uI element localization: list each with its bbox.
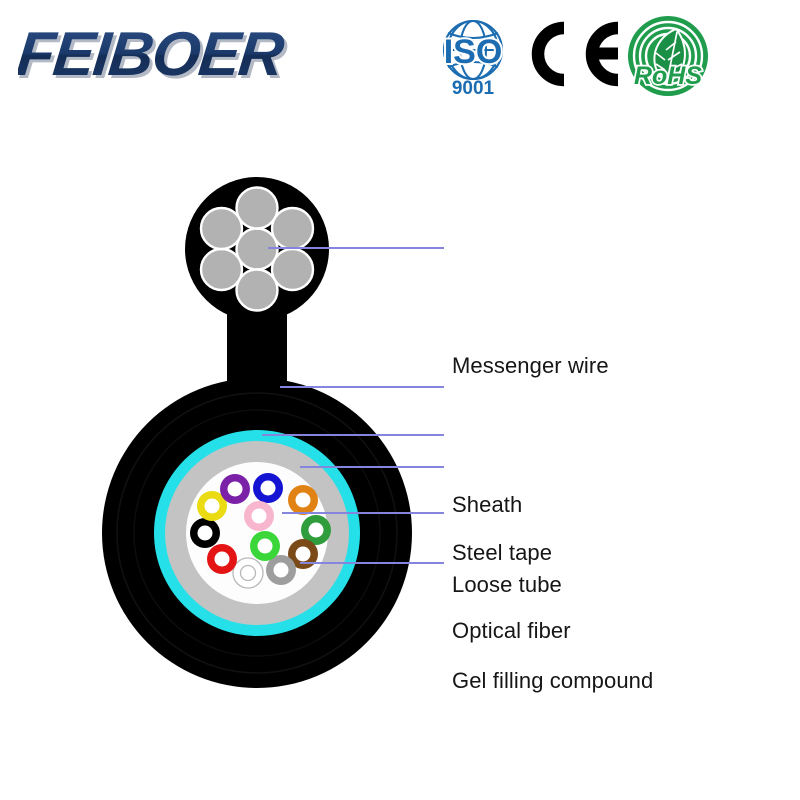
optical-fiber-black — [190, 518, 220, 548]
label-optical-fiber: Optical fiber — [452, 618, 571, 643]
iso-certification-badge: ISO 9001 — [424, 14, 522, 100]
ce-letter-c — [531, 21, 565, 87]
messenger-strand-3 — [270, 247, 315, 292]
iso-title: ISO — [444, 33, 503, 71]
optical-fiber-yellow — [197, 491, 227, 521]
brand-logo-text: FEIBOER — [18, 20, 287, 89]
messenger-strand-2 — [270, 206, 315, 251]
optical-fiber-white — [232, 557, 264, 589]
rohs-certification-badge: RoHS — [620, 12, 716, 104]
sheath-inner-ring-artifact-2 — [133, 409, 381, 657]
ce-certification-badge — [520, 16, 624, 92]
label-gel-filling-compound: Gel filling compound — [452, 668, 654, 693]
optical-fiber-aqua-green — [250, 531, 280, 561]
ce-mark-icon — [531, 21, 619, 87]
messenger-strand-4 — [235, 268, 279, 312]
optical-fiber-red — [207, 544, 237, 574]
optical-fiber-group — [190, 473, 331, 589]
optical-fiber-gray — [266, 555, 296, 585]
header-bar: FEIBOER FEIBOER ISO 9001 — [0, 0, 800, 112]
label-sheath: Sheath — [452, 492, 523, 517]
brand-logo-shadow: FEIBOER — [18, 23, 290, 92]
rohs-leaf-icon: RoHS — [628, 16, 708, 96]
sheath-inner-ring-artifact — [116, 392, 398, 674]
cable-svg — [102, 177, 444, 688]
messenger-wire-strands — [199, 186, 315, 312]
cable-cross-section-diagram: Messenger wire Sheath Steel tape Loose t… — [0, 112, 800, 800]
label-messenger-wire: Messenger wire — [452, 353, 609, 378]
ce-letter-e-bar — [592, 47, 618, 60]
optical-fiber-orange — [288, 485, 318, 515]
brand-logo: FEIBOER FEIBOER — [14, 18, 418, 94]
callout-leader-lines — [262, 247, 444, 564]
label-loose-tube: Loose tube — [452, 572, 562, 597]
optical-fiber-green — [301, 515, 331, 545]
rohs-title: RoHS — [634, 62, 702, 90]
optical-fiber-brown — [288, 539, 318, 569]
brand-logo-svg: FEIBOER FEIBOER — [14, 20, 291, 92]
label-steel-tape: Steel tape — [452, 540, 553, 565]
iso-standard-number: 9001 — [452, 78, 495, 99]
messenger-strand-1 — [235, 186, 279, 230]
optical-fiber-violet — [220, 474, 250, 504]
optical-fiber-blue — [253, 473, 283, 503]
messenger-strand-6 — [199, 206, 244, 251]
messenger-strand-5 — [199, 247, 244, 292]
optical-fiber-rose — [244, 501, 274, 531]
iso-globe-icon: ISO 9001 — [442, 19, 504, 99]
